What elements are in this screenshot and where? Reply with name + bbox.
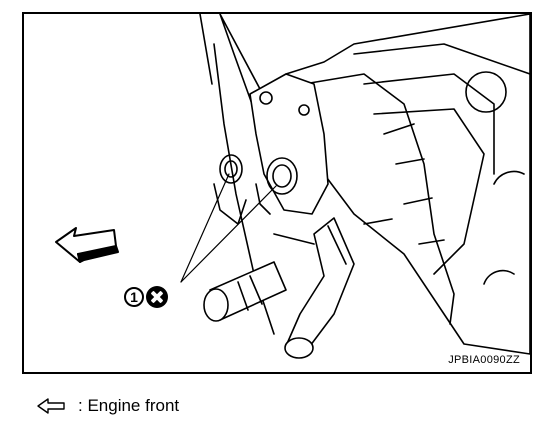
hose-end (284, 337, 314, 359)
housing-edge (199, 14, 213, 85)
block-ribs (363, 123, 445, 245)
block-edge (303, 73, 455, 325)
hose-rib (273, 225, 347, 265)
hollow-left-arrow-icon (37, 398, 65, 414)
cylinder-block (219, 14, 530, 355)
o-ring (266, 157, 298, 195)
hose-outlet (285, 217, 355, 355)
part-callout: 1 (124, 286, 168, 308)
flange-bolt (298, 104, 310, 116)
block-panel (353, 43, 530, 275)
part-number-badge: 1 (124, 287, 144, 307)
diagram-frame: 1 JPBIA0090ZZ (22, 12, 532, 374)
circled-x-icon (146, 286, 168, 308)
flange-bolt (259, 91, 273, 105)
leader-line (180, 173, 230, 283)
pipe-end (203, 288, 229, 322)
water-pipe (209, 261, 287, 321)
o-ring-seat (213, 183, 271, 225)
bolt-hole-arc (483, 269, 515, 285)
pipe-band (237, 275, 263, 311)
drawing-code: JPBIA0090ZZ (448, 354, 520, 366)
o-ring (224, 160, 238, 178)
o-ring (219, 154, 243, 184)
o-ring (272, 164, 292, 188)
engine-illustration (55, 14, 530, 359)
bolt-hole-arc (493, 170, 525, 185)
legend: : Engine front (36, 396, 179, 416)
leader-line (180, 185, 277, 283)
bolt-hole (465, 71, 507, 113)
legend-text: : Engine front (78, 396, 180, 415)
front-arrow-icon (55, 227, 119, 263)
